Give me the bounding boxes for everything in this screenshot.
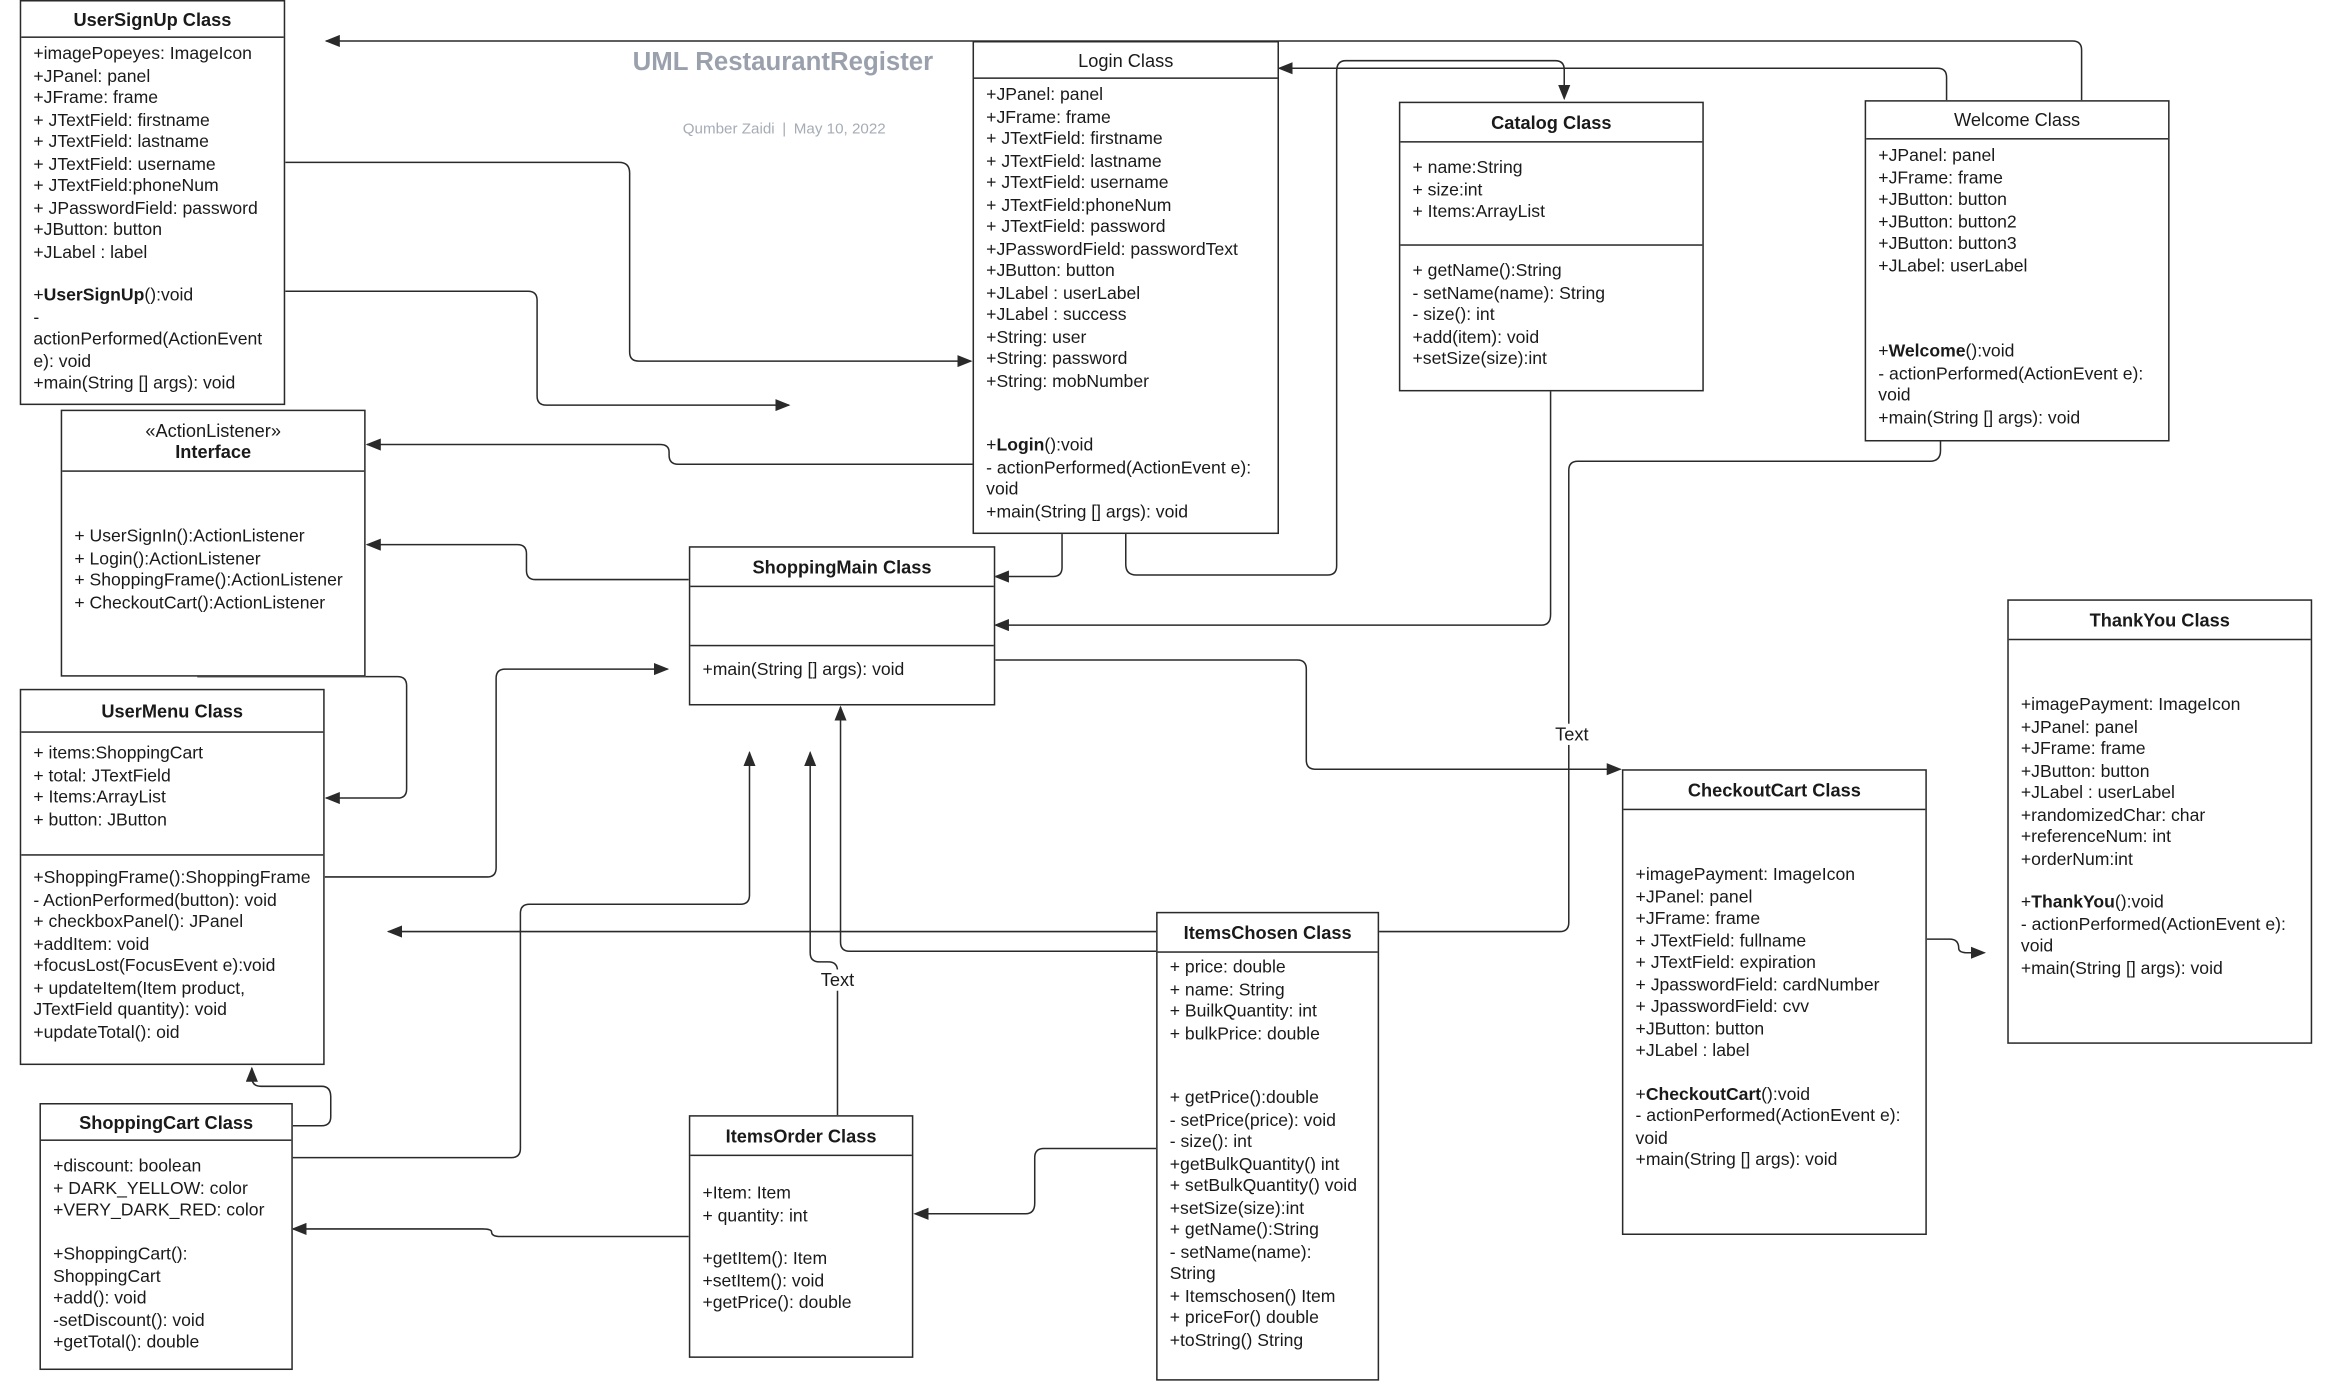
class-name: ItemsOrder Class <box>725 1125 877 1147</box>
class-name: ShoppingMain Class <box>752 556 932 578</box>
connector-login-to-catalog <box>1125 59 1571 576</box>
class-header: UserMenu Class <box>21 690 324 733</box>
class-catalog[interactable]: Catalog Class + name:String + size:int +… <box>1398 101 1704 392</box>
class-constructor: +Welcome():void <box>1878 341 2015 362</box>
class-name: Catalog Class <box>1491 111 1612 133</box>
class-header: Catalog Class <box>1400 103 1703 143</box>
class-header: Welcome Class <box>1866 102 2169 140</box>
class-methods: +ShoppingFrame():ShoppingFrame - ActionP… <box>21 854 324 1047</box>
class-constructor: +ThankYou():void <box>2020 892 2164 912</box>
connector-itemschosen-to-itemsorder <box>913 1147 1157 1220</box>
class-attributes: + name:String + size:int + Items:ArrayLi… <box>1412 157 1545 222</box>
class-name: ItemsChosen Class <box>1183 921 1352 943</box>
class-name: ShoppingCart Class <box>79 1111 254 1133</box>
class-attributes: +imagePopeyes: ImageIcon +JPanel: panel … <box>33 43 258 262</box>
connector-signup-ctor <box>285 290 791 412</box>
class-name: Welcome Class <box>1954 109 2081 131</box>
connector-interface-to-usermenu <box>197 675 408 805</box>
connector-welcome-to-login <box>1277 62 1948 101</box>
connector-usermenu-to-main <box>324 663 670 878</box>
class-name: CheckoutCart Class <box>1687 779 1861 801</box>
class-header: CheckoutCart Class <box>1623 771 1926 811</box>
class-shoppingcart[interactable]: ShoppingCart Class +discount: boolean + … <box>39 1103 293 1371</box>
connector-cart-to-usermenu <box>245 1066 332 1127</box>
connector-cart-to-main <box>291 751 756 1159</box>
class-name: Login Class <box>1078 49 1174 71</box>
class-header: «ActionListener» Interface <box>62 411 365 472</box>
class-itemsorder[interactable]: ItemsOrder Class +Item: Item + quantity:… <box>688 1115 914 1358</box>
class-name: UserSignUp Class <box>73 8 232 30</box>
connector-main-to-checkout <box>995 659 1622 776</box>
connector-signup-to-login <box>285 161 973 368</box>
class-attributes: +imagePayment: ImageIcon +JPanel: panel … <box>1635 864 1880 1061</box>
class-constructor: +UserSignUp():void <box>33 285 194 305</box>
class-login[interactable]: Login Class +JPanel: panel +JFrame: fram… <box>972 40 1279 535</box>
edge-label-text: Text <box>1553 723 1591 745</box>
class-header: ShoppingMain Class <box>690 548 994 588</box>
class-constructor: +Login():void <box>986 435 1094 456</box>
connector-catalog-to-main <box>993 391 1552 632</box>
class-methods: - actionPerformed(ActionEvent e): void +… <box>1635 1106 1901 1170</box>
class-methods: + getPrice():double - setPrice(price): v… <box>1169 1087 1357 1350</box>
class-header: Login Class <box>974 42 1278 79</box>
class-methods: - actionPerformed(ActionEvent e): void +… <box>1878 363 2144 428</box>
class-attributes: +Item: Item + quantity: int <box>702 1183 808 1226</box>
connector-main-to-interface <box>365 538 689 581</box>
meta-separator: | <box>782 121 787 139</box>
connector-itemschosen-to-main <box>834 705 1157 953</box>
diagram-meta: Qumber Zaidi | May 10, 2022 <box>683 121 886 138</box>
interface-actionlistener[interactable]: «ActionListener» Interface + UserSignIn(… <box>60 409 366 677</box>
class-body: +discount: boolean + DARK_YELLOW: color … <box>53 1156 265 1352</box>
diagram-title: UML RestaurantRegister <box>632 47 934 76</box>
class-methods: - actionPerformed(ActionEvent e): void +… <box>986 457 1252 522</box>
class-welcome[interactable]: Welcome Class +JPanel: panel +JFrame: fr… <box>1864 100 2170 442</box>
class-thankyou[interactable]: ThankYou Class +imagePayment: ImageIcon … <box>2007 599 2313 1044</box>
class-methods: - actionPerformed(ActionEvent e): void +… <box>33 307 263 393</box>
class-attributes: +imagePayment: ImageIcon +JPanel: panel … <box>2020 694 2241 869</box>
class-methods: - actionPerformed(ActionEvent e): void +… <box>2020 914 2286 978</box>
class-usersignup[interactable]: UserSignUp Class +imagePopeyes: ImageIco… <box>19 0 286 406</box>
connector-checkout-to-thankyou <box>1926 938 1987 959</box>
connector-welcome-to-usermenu <box>386 441 1942 938</box>
connector-login-to-interface <box>365 438 973 466</box>
class-attributes: + items:ShoppingCart + total: JTextField… <box>33 743 204 830</box>
class-attributes-empty <box>690 587 993 645</box>
class-attributes: + price: double + name: String + BuilkQu… <box>1169 957 1320 1044</box>
edge-label-text: Text <box>819 969 856 991</box>
class-header: ItemsOrder Class <box>690 1117 912 1157</box>
connector-itemsorder-to-cart <box>291 1222 689 1238</box>
class-checkoutcart[interactable]: CheckoutCart Class +imagePayment: ImageI… <box>1621 769 1927 1236</box>
class-methods: + UserSignIn():ActionListener + Login():… <box>74 526 343 613</box>
class-methods: +getItem(): Item +setItem(): void +getPr… <box>702 1248 852 1313</box>
class-attributes: +JPanel: panel +JFrame: frame +JButton: … <box>1878 145 2028 276</box>
class-name: UserMenu Class <box>101 700 244 722</box>
class-constructor: +CheckoutCart():void <box>1635 1084 1811 1104</box>
class-header: UserSignUp Class <box>21 2 284 38</box>
class-shoppingmain[interactable]: ShoppingMain Class +main(String [] args)… <box>688 546 996 706</box>
connector-itemsorder-to-main <box>804 751 839 1116</box>
class-itemschosen[interactable]: ItemsChosen Class + price: double + name… <box>1156 911 1380 1381</box>
class-attributes: +JPanel: panel +JFrame: frame + JTextFie… <box>986 84 1238 391</box>
stereotype: «ActionListener» <box>145 419 281 441</box>
class-name: Interface <box>175 440 252 462</box>
date: May 10, 2022 <box>793 121 886 139</box>
class-usermenu[interactable]: UserMenu Class + items:ShoppingCart + to… <box>19 688 325 1066</box>
class-header: ItemsChosen Class <box>1157 913 1378 953</box>
class-methods: +main(String [] args): void <box>690 644 994 685</box>
author: Qumber Zaidi <box>682 121 775 139</box>
class-header: ShoppingCart Class <box>40 1105 292 1141</box>
connector-welcome-to-signup <box>324 34 2083 101</box>
class-name: ThankYou Class <box>2089 609 2230 631</box>
class-header: ThankYou Class <box>2008 601 2311 641</box>
class-methods: + getName():String - setName(name): Stri… <box>1400 244 1703 374</box>
connector-login-to-main <box>993 534 1063 583</box>
